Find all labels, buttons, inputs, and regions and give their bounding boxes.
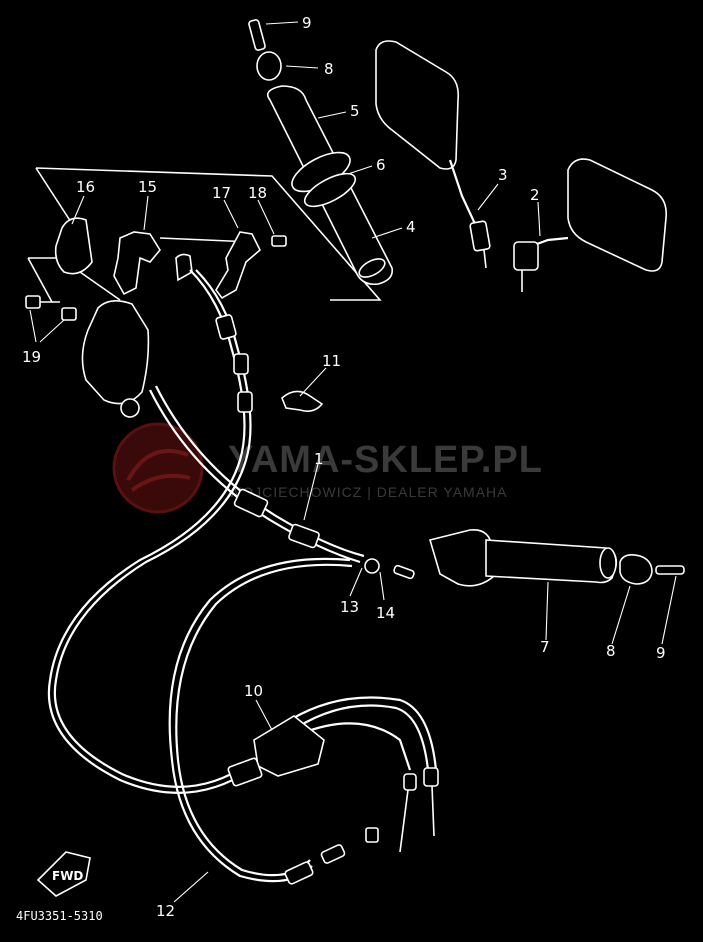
screw-9 <box>655 565 685 575</box>
fwd-label: FWD <box>52 869 83 883</box>
mirror-3 <box>375 40 491 269</box>
callout-4: 4 <box>406 218 416 236</box>
cable-12 <box>168 557 379 885</box>
fwd-arrow: FWD <box>36 851 91 897</box>
callout-9: 9 <box>656 644 666 662</box>
callout-5: 5 <box>350 102 360 120</box>
leader-lines <box>29 21 677 903</box>
watermark: YAMA-SKLEP.PL WOJCIECHOWICZ | DEALER YAM… <box>112 422 543 514</box>
callouts: 9 8 5 6 4 3 2 16 15 17 18 19 11 1 13 14 … <box>22 14 666 920</box>
callout-8-top: 8 <box>324 60 334 78</box>
callout-6: 6 <box>376 156 386 174</box>
watermark-logo-icon <box>112 422 204 514</box>
callout-13: 13 <box>340 598 359 616</box>
callout-7: 7 <box>540 638 550 656</box>
lever-parts <box>113 231 287 300</box>
callout-3: 3 <box>498 166 508 184</box>
grip-end-8-top <box>256 51 282 81</box>
callout-2: 2 <box>530 186 540 204</box>
throttle-grip-7 <box>364 529 685 587</box>
callout-10: 10 <box>244 682 263 700</box>
switch-assembly-left <box>25 217 150 418</box>
callout-15: 15 <box>138 178 157 196</box>
callout-11: 11 <box>322 352 341 370</box>
junction-10 <box>227 696 439 853</box>
clamp-11 <box>281 390 324 412</box>
callout-19: 19 <box>22 348 41 366</box>
callout-14: 14 <box>376 604 395 622</box>
watermark-title: YAMA-SKLEP.PL <box>228 439 543 481</box>
handlebar-right <box>248 19 394 286</box>
watermark-subtitle: WOJCIECHOWICZ | DEALER YAMAHA <box>228 484 507 500</box>
mirror-2 <box>513 158 668 292</box>
callout-9-top: 9 <box>302 14 312 32</box>
grip-end-8 <box>619 554 653 585</box>
callout-16: 16 <box>76 178 95 196</box>
callout-18: 18 <box>248 184 267 202</box>
part-code: 4FU3351-5310 <box>16 909 103 923</box>
cable-1 <box>47 269 253 794</box>
exploded-box <box>27 167 382 303</box>
callout-12: 12 <box>156 902 175 920</box>
callout-17: 17 <box>212 184 231 202</box>
callout-8: 8 <box>606 642 616 660</box>
screw-9-top <box>248 19 266 51</box>
callout-1: 1 <box>314 450 324 468</box>
throttle-cables <box>149 385 365 564</box>
